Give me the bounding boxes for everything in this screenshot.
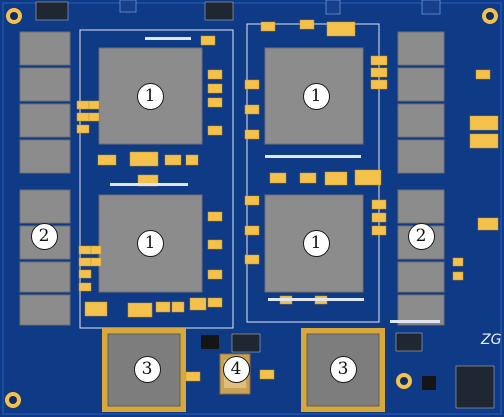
- fpga-package-right: [301, 328, 385, 412]
- pin-header: [35, 1, 495, 409]
- callout-flash-chip: 2: [30, 222, 58, 250]
- small-ic: [422, 376, 436, 390]
- callout-memory-chip: 1: [302, 82, 330, 110]
- via-rows: [110, 37, 440, 323]
- small-ic: [201, 335, 219, 349]
- edge-slot: [119, 0, 137, 13]
- smd-components: [76, 19, 499, 382]
- callout-fpga: 3: [329, 355, 357, 383]
- callout-memory-chip: 1: [136, 229, 164, 257]
- callout-memory-chip: 1: [302, 229, 330, 257]
- callout-fpga: 3: [133, 355, 161, 383]
- flash-chip-stack-left: [19, 31, 71, 326]
- logo-mark: ZG: [480, 332, 502, 348]
- mounting-holes: [5, 8, 498, 408]
- edge-slot: [325, 0, 341, 15]
- flash-chip-stack-right: [397, 31, 445, 326]
- callout-crystal: 4: [222, 355, 250, 383]
- callout-memory-chip: 1: [136, 82, 164, 110]
- callout-flash-chip: 2: [407, 222, 435, 250]
- edge-slot: [421, 0, 441, 15]
